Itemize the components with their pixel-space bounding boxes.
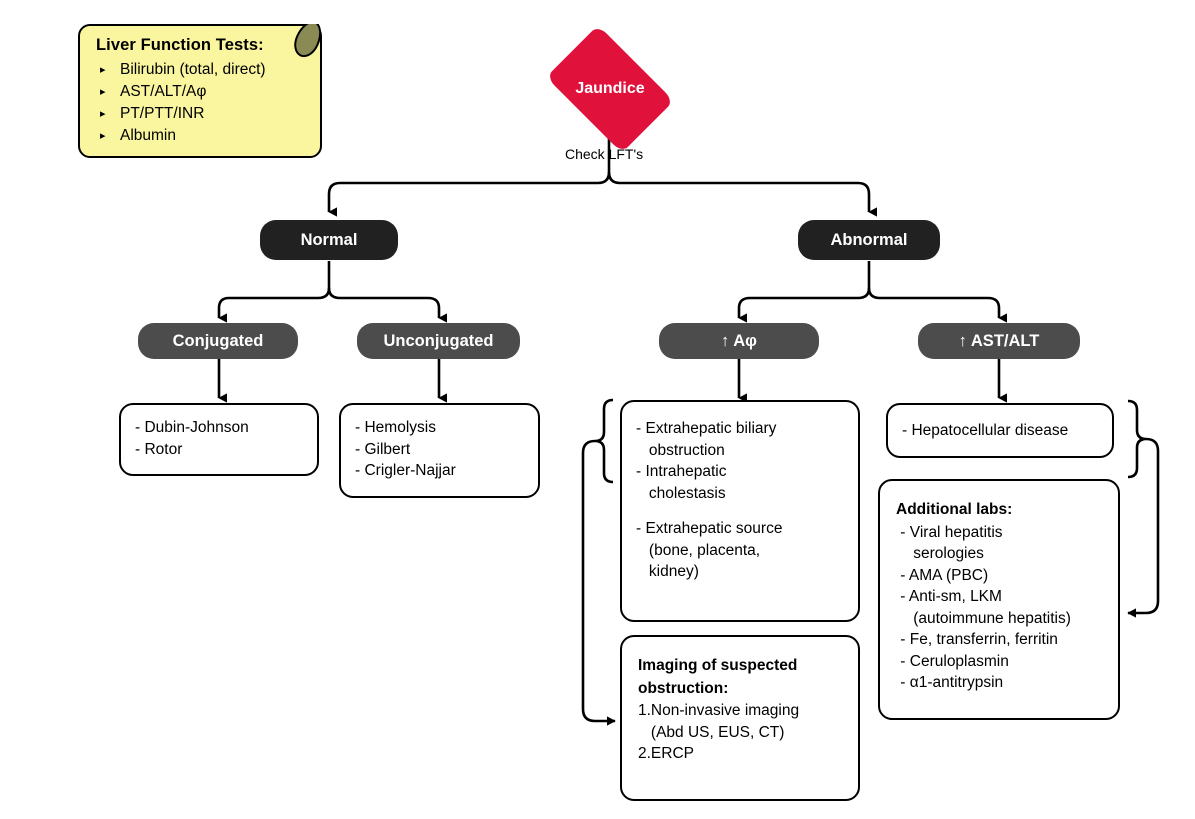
bullet-triangle-icon: ▸	[100, 130, 106, 142]
node-jaundice-label: Jaundice	[575, 80, 645, 97]
node-ast-alt[interactable]: ↑ AST/ALT	[918, 323, 1080, 359]
node-conjugated[interactable]: Conjugated	[138, 323, 298, 359]
box-conjugated-causes: - Dubin-Johnson - Rotor	[119, 403, 319, 476]
list-item: (autoimmune hepatitis)	[896, 609, 1071, 627]
list-item: ▸ AST/ALT/Aφ	[98, 81, 320, 103]
list-item: ▸ Bilirubin (total, direct)	[98, 59, 320, 81]
box-title: Additional labs:	[896, 501, 1013, 518]
node-alkaline-phosphatase-label: ↑ Aφ	[721, 331, 757, 350]
list-item: - α1-antitrypsin	[896, 674, 1004, 691]
list-item: - Ceruloplasmin	[896, 652, 1009, 670]
node-abnormal-label: Abnormal	[830, 230, 908, 249]
list-item: serologies	[896, 545, 984, 562]
node-abnormal[interactable]: Abnormal	[798, 220, 940, 260]
box-title: Imaging of suspected	[638, 657, 798, 674]
node-conjugated-label: Conjugated	[172, 331, 264, 350]
wire-abnormal-to-astalt	[867, 287, 1008, 323]
list-item: cholestasis	[636, 484, 726, 502]
list-item: - Hepatocellular disease	[902, 422, 1069, 439]
list-item: (bone, placenta,	[636, 541, 761, 559]
wire-brace-to-additional-labs	[1127, 437, 1160, 618]
list-item: - Gilbert	[355, 440, 411, 458]
edge-label-check-lfts: Check LFT's	[565, 146, 644, 162]
node-unconjugated[interactable]: Unconjugated	[357, 323, 520, 359]
node-ast-alt-label: ↑ AST/ALT	[958, 331, 1040, 350]
list-item: ▸ PT/PTT/INR	[98, 103, 320, 125]
list-item: obstruction	[636, 441, 725, 459]
node-normal-label: Normal	[300, 230, 358, 249]
wire-brace-to-imaging	[581, 439, 616, 726]
node-unconjugated-label: Unconjugated	[383, 331, 494, 350]
list-gap	[636, 504, 844, 518]
box-ast-alt-causes: - Hepatocellular disease	[886, 403, 1114, 458]
box-additional-labs: Additional labs: - Viral hepatitis serol…	[878, 479, 1120, 720]
wire-normal-to-conjugated	[217, 287, 331, 323]
list-item: (Abd US, EUS, CT)	[638, 723, 785, 741]
box-alkaline-phosphatase-causes: - Extrahepatic biliary obstruction - Int…	[620, 400, 860, 622]
wire-root-to-abnormal	[607, 171, 878, 217]
node-normal[interactable]: Normal	[260, 220, 398, 260]
note-folded-corner-icon	[292, 24, 322, 62]
note-item-label: Bilirubin (total, direct)	[120, 61, 266, 78]
bullet-triangle-icon: ▸	[100, 108, 106, 120]
list-item: ▸ Albumin	[98, 125, 320, 147]
node-jaundice[interactable]: Jaundice	[545, 25, 675, 153]
list-item: kidney)	[636, 563, 699, 580]
list-item: - Extrahepatic biliary	[636, 420, 777, 437]
list-item: 1.Non-invasive imaging	[638, 702, 800, 719]
brace-hepatocellular	[1127, 399, 1147, 479]
list-item: - Fe, transferrin, ferritin	[896, 631, 1058, 648]
note-list: ▸ Bilirubin (total, direct) ▸ AST/ALT/Aφ…	[80, 59, 320, 147]
note-item-label: PT/PTT/INR	[120, 105, 205, 122]
list-item: - Rotor	[135, 440, 183, 458]
list-item: 2.ERCP	[638, 745, 694, 762]
list-item: - Extrahepatic source	[636, 520, 783, 537]
note-heading: Liver Function Tests:	[96, 36, 264, 54]
list-item: - AMA (PBC)	[896, 566, 989, 584]
list-item: - Anti-sm, LKM	[896, 588, 1002, 605]
liver-function-tests-note: Liver Function Tests: ▸ Bilirubin (total…	[78, 24, 322, 158]
wire-root-to-normal	[327, 171, 611, 217]
wire-abnormal-to-alkphos	[737, 287, 871, 323]
bullet-triangle-icon: ▸	[100, 86, 106, 98]
wire-normal-to-unconjugated	[327, 287, 448, 323]
note-item-label: AST/ALT/Aφ	[120, 83, 207, 100]
list-item: - Dubin-Johnson	[135, 419, 249, 436]
box-title-cont: obstruction:	[638, 679, 729, 697]
box-unconjugated-causes: - Hemolysis - Gilbert - Crigler-Najjar	[339, 403, 540, 498]
list-item: - Hemolysis	[355, 419, 436, 436]
node-alkaline-phosphatase[interactable]: ↑ Aφ	[659, 323, 819, 359]
list-item: - Intrahepatic	[636, 463, 727, 480]
note-item-label: Albumin	[120, 127, 176, 144]
box-imaging-of-suspected-obstruction: Imaging of suspected obstruction: 1.Non-…	[620, 635, 860, 801]
brace-obstruction	[594, 398, 614, 484]
list-item: - Viral hepatitis	[896, 523, 1003, 541]
list-item: - Crigler-Najjar	[355, 462, 456, 479]
bullet-triangle-icon: ▸	[100, 64, 106, 76]
